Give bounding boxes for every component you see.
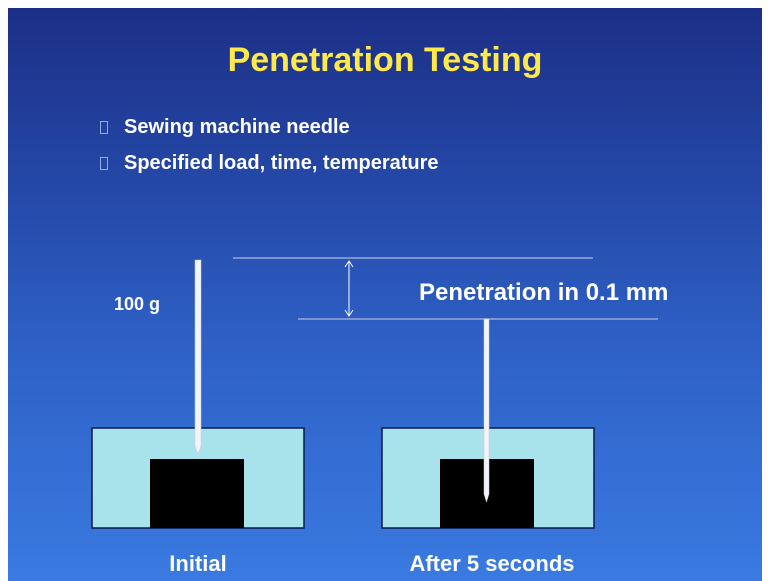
- bullet-icon: [100, 120, 108, 134]
- bullet-text: Sewing machine needle: [124, 115, 350, 138]
- after-caption: After 5 seconds: [409, 551, 574, 576]
- dimension-arrow-icon: [344, 260, 354, 317]
- penetration-diagram: 100 g Penetration in 0.1 mm Initial Afte…: [91, 257, 668, 576]
- bullet-icon: [100, 156, 108, 170]
- bullet-text: Specified load, time, temperature: [124, 151, 439, 174]
- load-label: 100 g: [114, 294, 160, 314]
- initial-sample: [150, 459, 244, 528]
- bullet-item: Specified load, time, temperature: [100, 145, 439, 181]
- slide-title: Penetration Testing: [227, 41, 543, 79]
- slide: Penetration Testing Sewing machine needl…: [8, 8, 762, 581]
- bullet-list: Sewing machine needle Specified load, ti…: [100, 109, 439, 181]
- initial-needle-icon: [194, 259, 202, 455]
- penetration-label: Penetration in 0.1 mm: [419, 279, 668, 306]
- after-needle-icon: [483, 318, 490, 503]
- bullet-item: Sewing machine needle: [100, 109, 439, 145]
- initial-caption: Initial: [169, 551, 226, 576]
